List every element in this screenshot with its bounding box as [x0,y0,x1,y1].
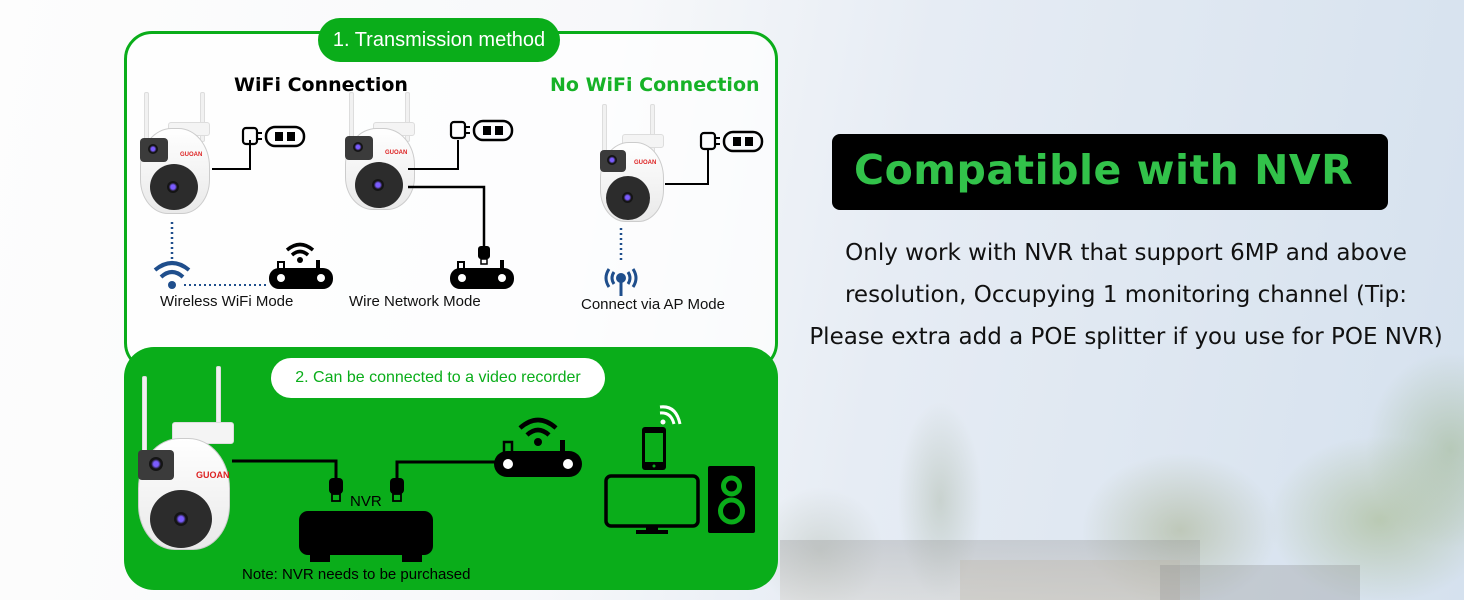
house-wall [960,560,1180,600]
compatible-nvr-title: Compatible with NVR [854,146,1354,194]
router-icon [494,417,582,477]
router-icon [450,246,514,289]
wireless-wifi-mode-label: Wireless WiFi Mode [160,293,294,310]
camera-wifi-mode: GUOAN [138,92,218,217]
power-plug-icon [241,125,306,148]
speaker-icon [708,466,755,533]
nvr-purchase-note: Note: NVR needs to be purchased [242,566,471,583]
camera-ap-mode: GUOAN [598,104,670,224]
wifi-connection-header: WiFi Connection [234,74,408,96]
house-roof [780,540,1200,600]
wifi-icon [153,261,191,289]
description-line: Please extra add a POE splitter if you u… [809,324,1443,350]
transmission-method-panel [124,31,778,371]
ethernet-plug-icon [390,478,404,502]
nvr-label: NVR [350,493,382,510]
ethernet-plug-icon [329,478,343,502]
transmission-method-title: 1. Transmission method [318,18,560,62]
no-wifi-connection-header: No WiFi Connection [550,74,760,96]
video-recorder-title: 2. Can be connected to a video recorder [271,358,605,398]
smartphone-icon [642,427,666,470]
compatible-nvr-banner: Compatible with NVR [832,134,1388,210]
camera-nvr: GUOAN [136,366,240,552]
house-roof-right [1160,565,1360,600]
nvr-box-icon [299,511,433,562]
nvr-description: Only work with NVR that support 6MP and … [788,232,1464,358]
power-plug-icon [699,130,764,153]
power-plug-icon [449,119,514,142]
background-house-photo [760,330,1464,600]
ap-antenna-icon [604,268,638,296]
camera-wire-mode: GUOAN [343,92,423,217]
description-line: resolution, Occupying 1 monitoring chann… [844,282,1408,308]
router-icon [269,242,333,289]
ap-mode-label: Connect via AP Mode [581,296,725,313]
wire-network-mode-label: Wire Network Mode [349,293,481,310]
monitor-icon [604,474,700,534]
wireless-signal-icon [659,405,682,425]
description-line: Only work with NVR that support 6MP and … [845,240,1407,266]
